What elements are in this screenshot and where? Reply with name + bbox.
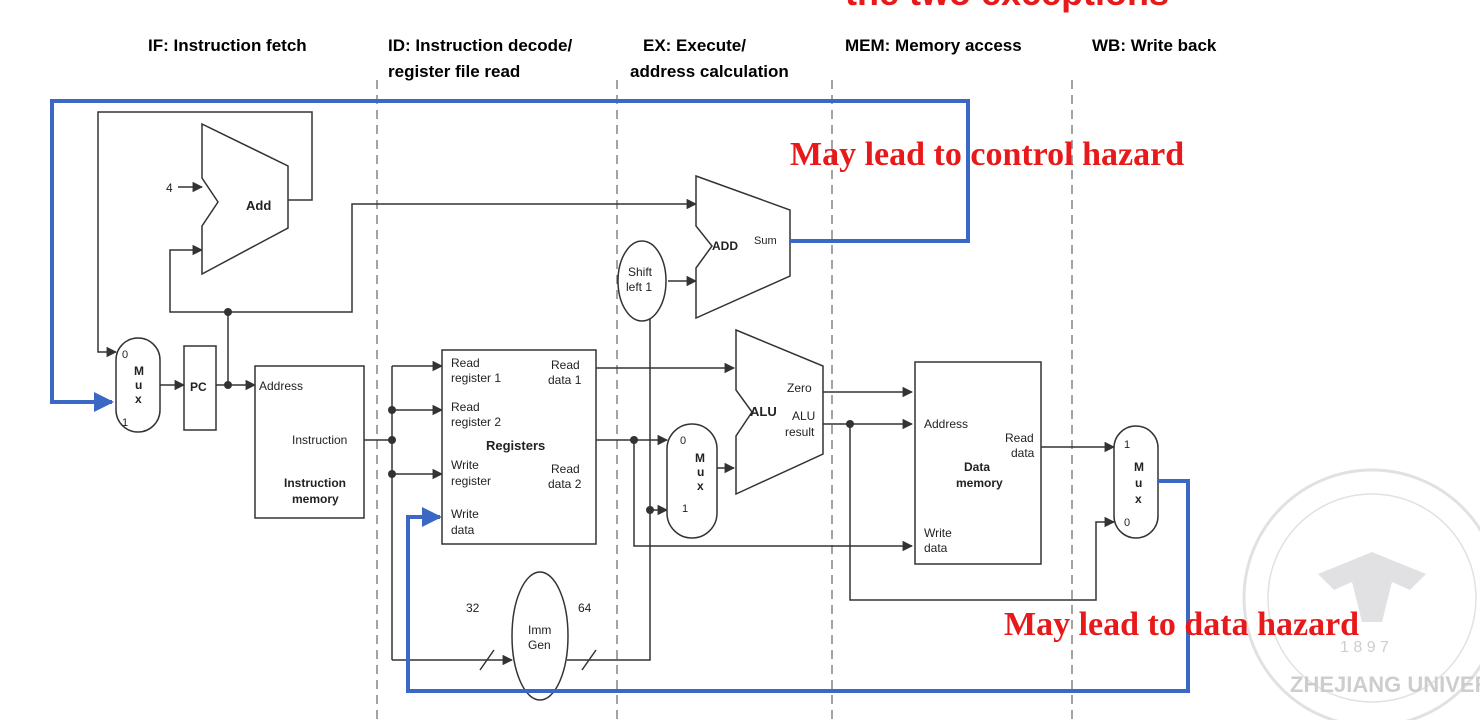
- junction-dot: [224, 308, 232, 316]
- immgen-name-l1: Imm: [528, 623, 551, 637]
- pc-label: PC: [190, 380, 207, 394]
- const-4-label: 4: [166, 181, 173, 195]
- pc-to-add-wire: [169, 244, 229, 385]
- junction-dot: [224, 381, 232, 389]
- instruction-memory: [254, 365, 365, 519]
- junction-dot: [646, 506, 654, 514]
- wb-mux-letter-u: u: [1135, 476, 1142, 490]
- regfile-readdata2-l2: data 2: [548, 477, 582, 491]
- seal-year: 1 8 9 7: [1340, 639, 1389, 656]
- dmem-readdata-l2: data: [1011, 446, 1035, 460]
- wb-mux-letter-x: x: [1135, 492, 1142, 506]
- alu-result-l1: ALU: [792, 409, 815, 423]
- immgen-in-width: 32: [466, 601, 480, 615]
- stage-mem-title: MEM: Memory access: [845, 36, 1022, 55]
- immgen-out-width: 64: [578, 601, 592, 615]
- shift-label-l1: Shift: [628, 265, 653, 279]
- alu-zero-label: Zero: [787, 381, 812, 395]
- control-hazard-path: [50, 99, 970, 412]
- alu-mux-letter-x: x: [697, 479, 704, 493]
- register-file: [441, 349, 597, 545]
- alu-result-to-wb-mux: [849, 424, 1116, 601]
- stage-id-title-line2: register file read: [388, 62, 521, 81]
- university-seal: 1 8 9 7 ZHEJIANG UNIVERSITY: [1242, 468, 1480, 720]
- alu-shape: [735, 328, 824, 496]
- if-adder-label: Add: [246, 198, 271, 213]
- regfile-readreg1-l1: Read: [451, 356, 480, 370]
- imem-address-port: Address: [259, 379, 303, 393]
- branch-adder-label: ADD: [712, 239, 738, 253]
- stage-ex-title-line2: address calculation: [630, 62, 789, 81]
- stage-id-title: ID: Instruction decode/: [388, 36, 573, 55]
- regfile-readreg2-l1: Read: [451, 400, 480, 414]
- imem-name-line2: memory: [292, 492, 339, 506]
- dmem-writedata-l1: Write: [924, 526, 952, 540]
- pc-mux-shape: [115, 337, 161, 433]
- regfile-readdata1-l2: data 1: [548, 373, 582, 387]
- pc-mux-input-1: 1: [122, 417, 128, 429]
- regfile-readreg2-l2: register 2: [451, 415, 501, 429]
- stage-ex-title: EX: Execute/: [643, 36, 746, 55]
- pc-mux-input-0: 0: [122, 349, 128, 361]
- regfile-name: Registers: [486, 438, 545, 453]
- alu-label: ALU: [750, 404, 777, 419]
- data-memory: [914, 361, 1042, 565]
- regfile-readreg1-l2: register 1: [451, 371, 501, 385]
- immgen-out-wire: [567, 318, 651, 661]
- dmem-readdata-l1: Read: [1005, 431, 1034, 445]
- stage-wb-title: WB: Write back: [1092, 36, 1217, 55]
- imem-name-line1: Instruction: [284, 476, 346, 490]
- wb-mux-input-1: 1: [1124, 439, 1130, 451]
- alu-mux-letter-m: M: [695, 451, 705, 465]
- junction-dot: [388, 406, 396, 414]
- regfile-writereg-l1: Write: [451, 458, 479, 472]
- regfile-writereg-l2: register: [451, 474, 491, 488]
- dmem-name-l2: memory: [956, 476, 1003, 490]
- pc-mux-letter-m: M: [134, 364, 144, 378]
- dmem-name-l1: Data: [964, 460, 990, 474]
- pc-mux-letter-u: u: [135, 378, 142, 392]
- seal-lettering: ZHEJIANG UNIVERSITY: [1290, 672, 1480, 697]
- alu-mux-input-1: 1: [682, 503, 688, 515]
- pc-plus4-wire: [97, 111, 313, 358]
- dmem-writedata-l2: data: [924, 541, 948, 555]
- imm-gen: [511, 571, 569, 701]
- pc-register: [183, 345, 217, 431]
- imem-instruction-port: Instruction: [292, 433, 347, 447]
- junction-dot: [388, 436, 396, 444]
- data-hazard-label: May lead to data hazard: [1004, 606, 1360, 643]
- shift-label-l2: left 1: [626, 280, 652, 294]
- alu-result-l2: result: [785, 425, 815, 439]
- shift-left-unit: [617, 240, 667, 322]
- dmem-address-port: Address: [924, 417, 968, 431]
- wb-mux-letter-m: M: [1134, 460, 1144, 474]
- regfile-readdata1-l1: Read: [551, 358, 580, 372]
- pc-to-branch-add-wire: [228, 198, 698, 313]
- regfile-writedata-l1: Write: [451, 507, 479, 521]
- slide-title-fragment: the two exceptions: [845, 0, 1169, 14]
- if-adder-shape: [201, 122, 289, 276]
- regfile-readdata2-l1: Read: [551, 462, 580, 476]
- data-hazard-path: [406, 479, 1190, 693]
- alu-mux-letter-u: u: [697, 465, 704, 479]
- alu-mux-input-0: 0: [680, 435, 686, 447]
- immgen-name-l2: Gen: [528, 638, 551, 652]
- pc-mux-letter-x: x: [135, 392, 142, 406]
- junction-dot: [846, 420, 854, 428]
- branch-adder-sum: Sum: [754, 235, 777, 247]
- alu-mux-shape: [666, 423, 718, 539]
- wb-mux-input-0: 0: [1124, 517, 1130, 529]
- control-hazard-label: May lead to control hazard: [790, 136, 1185, 173]
- junction-dot: [388, 470, 396, 478]
- regfile-writedata-l2: data: [451, 523, 475, 537]
- stage-if-title: IF: Instruction fetch: [148, 36, 307, 55]
- junction-dot: [630, 436, 638, 444]
- readdata2-to-dmem: [633, 440, 914, 552]
- branch-adder-shape: [695, 174, 791, 320]
